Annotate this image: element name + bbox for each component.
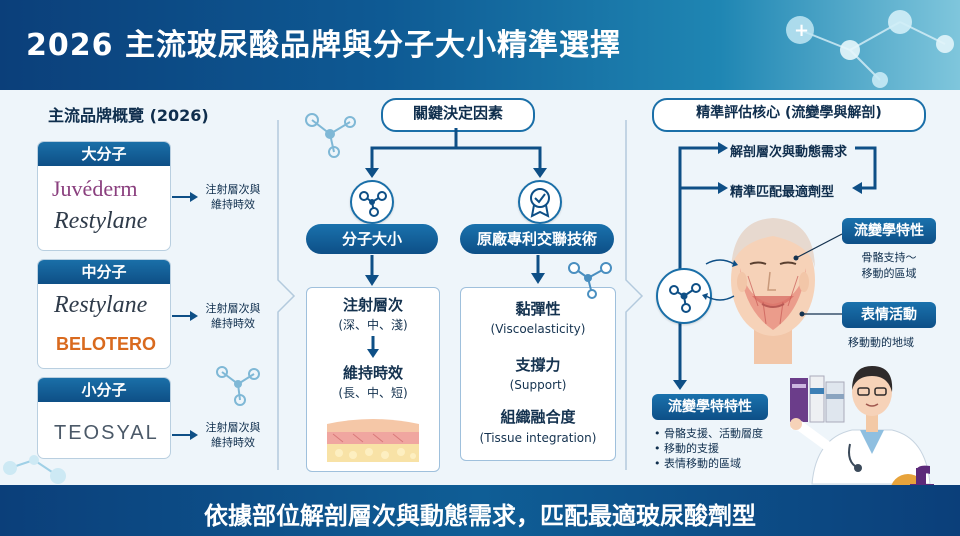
molecule-decoration-icon [305, 113, 356, 158]
note-text: 注射層次與 維持時效 [205, 183, 261, 211]
restylane-logo: Restylane [54, 292, 148, 318]
skin-layers-illustration [327, 419, 419, 462]
rheology-desc: 骨骼支持～ 移動的區域 [861, 251, 917, 280]
assessment-core-title: 精準評估核心 (流變學與解剖) [652, 98, 926, 132]
support-en: (Support) [509, 378, 567, 392]
bullet-text: 移動的支援 [664, 442, 719, 455]
duration-label: 維持時效 [342, 364, 403, 382]
arrow-down-icon [531, 255, 545, 284]
teosyal-logo: TEOSYAL [54, 422, 159, 444]
flow-step-anatomy: 解剖層次與動態需求 [730, 145, 848, 160]
expression-tag: 表情活動 [842, 302, 936, 328]
svg-text:+: + [794, 20, 809, 41]
brand-card-small: 小分子 TEOSYAL [37, 377, 171, 459]
footer-tagline: 依據部位解剖層次與動態需求，匹配最適玻尿酸劑型 [204, 502, 756, 530]
tissue-integration-en: (Tissue integration) [479, 431, 597, 445]
card-label-medium: 中分子 [38, 260, 170, 284]
juvederm-logo: Juvéderm [52, 176, 138, 201]
header-banner: 2026 主流玻尿酸品牌與分子大小精準選擇 + [0, 0, 960, 90]
arrow-right-icon [172, 311, 198, 321]
expression-desc: 移動動的地域 [848, 336, 914, 349]
tissue-integration-label: 組織融合度 [500, 408, 576, 426]
injection-depth-sub: (深、中、淺) [338, 318, 408, 332]
molecule-hub-icon [656, 268, 712, 324]
brand-note-large: 注射層次與 維持時效 [198, 182, 268, 212]
doctor-illustration [790, 366, 931, 485]
restylane-logo: Restylane [54, 208, 148, 234]
molecule-decoration-icon [216, 366, 260, 406]
arrow-right-icon [172, 430, 198, 440]
rheology-tag: 流變學特性 [842, 218, 936, 244]
brand-card-large: 大分子 Juvéderm Restylane [37, 141, 171, 251]
support-label: 支撐力 [515, 356, 561, 374]
viscoelasticity-label: 黏彈性 [515, 300, 561, 318]
bullet-text: 表情移動的區域 [664, 457, 741, 470]
pointer-lines [793, 233, 843, 317]
molecule-size-box: 注射層次 (深、中、淺) 維持時效 (長、中、短) [306, 287, 440, 472]
flow-step-match: 精準匹配最適劑型 [730, 185, 835, 200]
section-divider [277, 120, 296, 470]
brand-card-medium: 中分子 Restylane BELOTERO [37, 259, 171, 369]
crosslink-tech-box: 黏彈性 (Viscoelasticity) 支撐力 (Support) 組織融合… [460, 287, 616, 461]
arrow-down-icon [365, 255, 379, 286]
face-anatomy-illustration [731, 218, 815, 364]
card-label-small: 小分子 [38, 378, 170, 402]
brand-note-small: 注射層次與 維持時效 [198, 420, 268, 450]
factor-molecule-size: 分子大小 [306, 224, 438, 254]
note-text: 注射層次與 維持時效 [205, 421, 261, 449]
arrow-right-icon [172, 192, 198, 202]
bullet-item: • 移動的支援 [654, 442, 719, 455]
bullet-text: 骨骼支援、活動層度 [664, 427, 763, 440]
branch-arrows [365, 128, 547, 178]
molecule-decoration-icon: + [786, 10, 954, 88]
section-divider [625, 120, 644, 470]
duration-sub: (長、中、短) [338, 386, 408, 400]
key-factors-title: 關鍵決定因素 [381, 98, 535, 132]
card-label-large: 大分子 [38, 142, 170, 166]
molecule-size-icon [350, 180, 394, 224]
molecule-decoration-icon [568, 262, 612, 299]
molecule-decoration-icon [3, 455, 66, 484]
belotero-logo: BELOTERO [56, 334, 157, 354]
rheology-properties-tag: 流變學特特性 [652, 394, 768, 420]
viscoelasticity-en: (Viscoelasticity) [490, 322, 586, 336]
brand-note-medium: 注射層次與 維持時效 [198, 301, 268, 331]
patent-badge-icon [518, 180, 562, 224]
bullet-item: • 表情移動的區域 [654, 457, 741, 470]
arrow-down-icon [367, 336, 379, 358]
page-title: 2026 主流玻尿酸品牌與分子大小精準選擇 [26, 28, 621, 63]
injection-depth-label: 注射層次 [342, 296, 403, 314]
bullet-item: • 骨骼支援、活動層度 [654, 427, 763, 440]
brands-section-title: 主流品牌概覽 (2026) [48, 106, 209, 125]
note-text: 注射層次與 維持時效 [205, 302, 261, 330]
factor-crosslink-tech: 原廠專利交聯技術 [460, 224, 614, 254]
product-boxes-illustration [790, 375, 845, 423]
footer-banner: 依據部位解剖層次與動態需求，匹配最適玻尿酸劑型 [0, 485, 960, 536]
curved-arrows-icon [702, 259, 738, 301]
